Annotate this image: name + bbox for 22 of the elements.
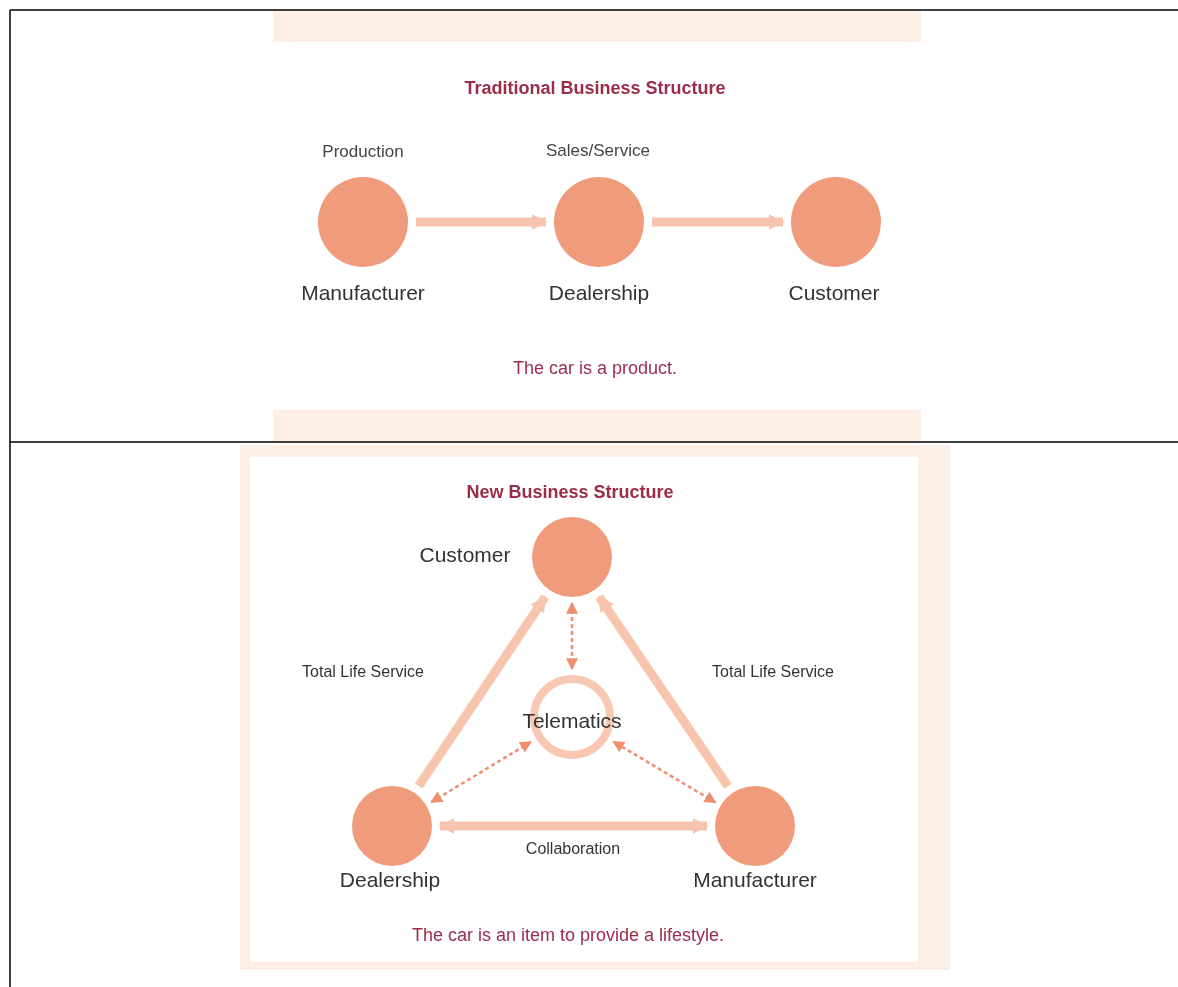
node-label: Customer — [788, 281, 880, 305]
node-label: Manufacturer — [693, 868, 817, 892]
panel-title: Traditional Business Structure — [464, 77, 726, 99]
panel-note: The car is a product. — [512, 357, 678, 379]
arrow — [438, 818, 709, 834]
arrow — [595, 594, 732, 789]
arrow — [652, 214, 785, 230]
node-label: Manufacturer — [301, 281, 425, 305]
node-label: Telematics — [522, 709, 622, 733]
panel-title: New Business Structure — [466, 481, 674, 503]
panel — [240, 445, 950, 970]
stage-label: Sales/Service — [546, 141, 650, 161]
dashed-arrow — [612, 740, 717, 804]
dashed-arrow — [566, 601, 578, 671]
stage-label: Production — [322, 142, 404, 162]
arrow — [416, 214, 548, 230]
node-label: Dealership — [339, 868, 441, 892]
dashed-arrow — [430, 740, 532, 804]
node-label: Customer — [419, 543, 511, 567]
arrow — [414, 594, 550, 789]
panel-note: The car is an item to provide a lifestyle. — [411, 924, 725, 946]
node-label: Dealership — [548, 281, 650, 305]
